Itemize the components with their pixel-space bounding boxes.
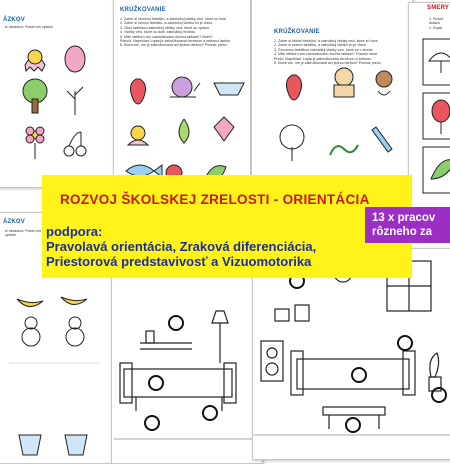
worksheet-right-top: KRÚŽKOVANIE 1. Zober si fialovú farbičku… xyxy=(251,0,413,196)
instruction-line: Prečo. Napríklad: Lopta je zakrúžkovaná … xyxy=(274,56,372,61)
sofa-drawing xyxy=(290,350,416,396)
banana-drawing xyxy=(16,298,44,307)
kite-drawing xyxy=(213,116,235,142)
target-circle xyxy=(431,387,447,403)
worksheet-header: KRÚŽKOVANIE xyxy=(274,29,320,35)
cherry-drawing xyxy=(63,131,87,157)
egg-drawing xyxy=(64,45,86,73)
snake-drawing xyxy=(329,144,359,156)
instruction-line: 2. Zober si zelenú farbičku, a zakrúžkuj… xyxy=(274,43,367,48)
strawberry-drawing xyxy=(286,74,302,101)
leaf-drawing xyxy=(430,159,450,180)
pencil-drawing xyxy=(371,126,393,153)
snowman-drawing-2 xyxy=(65,316,85,347)
balloon-drawing xyxy=(431,99,450,134)
hat-drawing xyxy=(213,82,245,96)
monkey-drawing xyxy=(375,70,393,96)
worksheet-count-badge xyxy=(365,207,450,243)
lamp-drawing xyxy=(211,310,229,363)
instruction-line: 2. Dopln xyxy=(429,25,443,30)
instruction-line: 3. Zltou farbičkou zakrúžkuj všetky veci… xyxy=(120,25,210,30)
instruction-line: 1. Zober si červenú farbičku, a zakrúžku… xyxy=(120,17,228,21)
target-circle xyxy=(345,417,361,433)
dog-drawing xyxy=(333,67,355,98)
worksheet-drawings xyxy=(422,38,450,194)
worksheet-instructions: 1. Poveď dolava 2. Dopln xyxy=(429,17,443,30)
tree-drawing xyxy=(22,78,48,114)
banana-drawing-2 xyxy=(60,296,88,305)
target-circle xyxy=(148,375,164,391)
strawberry-drawing xyxy=(130,78,146,105)
umbrella-drawing xyxy=(427,52,450,73)
chick-drawing xyxy=(126,125,150,146)
coffee-table-drawing xyxy=(322,406,386,429)
worksheet-drawings xyxy=(279,67,393,161)
worksheet-count-text: 13 x pracov rôzneho za xyxy=(372,211,435,239)
glass-drawing xyxy=(18,434,42,456)
instruction-line: vyfarbi. xyxy=(5,233,17,238)
target-circle xyxy=(202,405,218,421)
instruction-line: 5. Ktorá vec, nie je zakrúžkovaná ani je… xyxy=(274,61,382,66)
target-circle xyxy=(144,415,160,431)
snowman-drawing xyxy=(21,316,41,347)
worksheet-drawings xyxy=(22,45,87,159)
instruction-line: 4. Všetky veci, ktoré sú dole, zakrúžkuj… xyxy=(120,30,197,35)
support-line: Pravolavá orientácia, Zraková diferenciá… xyxy=(46,239,317,254)
worksheet-room-right xyxy=(252,248,450,460)
target-circle xyxy=(397,335,413,351)
worksheet-left-top: ÁZKOV ie obrázkov. Potom ich vyfarbi. xyxy=(0,0,114,188)
instruction-line: dolava xyxy=(429,21,440,26)
worksheet-instructions: 1. Zober si fialovú farbičku, a zakrúžku… xyxy=(274,39,410,65)
worksheet-instruction: ie obrázkov. Potom ich vyfarbi. xyxy=(5,25,54,29)
target-circle xyxy=(168,315,184,331)
worksheet-header: SMERY xyxy=(427,5,450,11)
picture-frames-drawing xyxy=(274,304,310,322)
instruction-line: 3. Červenou farbičkou zakrúžkuj všetky v… xyxy=(274,47,374,52)
instruction-line: ie obrázkov. Potom ich xyxy=(5,229,42,233)
worksheet-header: KRÚŽKOVANIE xyxy=(120,7,166,13)
snail-drawing xyxy=(170,76,201,98)
title-banner xyxy=(42,175,412,278)
support-label: podpora: xyxy=(46,224,103,239)
worksheet-instructions: 1. Zober si červenú farbičku, a zakrúžku… xyxy=(120,17,246,48)
instruction-line: 1. Poveď xyxy=(429,17,444,21)
pear-drawing xyxy=(178,118,190,144)
badge-line: rôzneho za xyxy=(372,226,433,238)
banner-title: ROZVOJ ŠKOLSKEJ ZRELOSTI - ORIENTÁCIA xyxy=(60,192,370,207)
glass-drawing-2 xyxy=(64,434,88,456)
worksheet-instructions: ie obrázkov. Potom ich vyfarbi. xyxy=(5,229,41,238)
instruction-line: 1. Zober si fialovú farbičku, a zakrúžku… xyxy=(274,39,379,43)
worksheet-header: ÁZKOV xyxy=(3,17,25,23)
shelf-drawing xyxy=(140,330,192,350)
support-line: Priestorová predstavivosť a Vizuomotorik… xyxy=(46,254,312,269)
speaker-drawing xyxy=(260,340,284,382)
chick-egg-drawing xyxy=(24,49,46,73)
worksheet-center-top: KRÚŽKOVANIE 1. Zober si červenú farbičku… xyxy=(113,0,251,188)
flower-drawing xyxy=(25,126,45,159)
bare-tree-drawing xyxy=(66,86,84,115)
worksheet-drawings xyxy=(125,76,245,183)
sofa-drawing xyxy=(119,362,237,411)
worksheet-room-center xyxy=(111,262,263,464)
target-circle xyxy=(351,367,367,383)
instruction-line: 2. Zober si rúžovú farbičku, a zakrúžkuj… xyxy=(120,21,214,26)
support-block: podpora: Pravolavá orientácia, Zraková d… xyxy=(46,224,316,269)
room-drawing xyxy=(253,260,450,436)
worksheet-far-right: SMERY 1. Poveď dolava 2. Dopln xyxy=(408,2,450,222)
instruction-line: 6. Ktorá vec, nie je zakrúžkovaná ani je… xyxy=(120,43,228,48)
instruction-line: 5. Máš niektorú vec zakrúžkovanú dvoma f… xyxy=(120,34,213,39)
plant-drawing xyxy=(428,352,442,392)
instruction-line: Pomôž. Napríklad: Lopta je zakrúžkovaná … xyxy=(120,39,232,44)
badge-line: 13 x pracov xyxy=(372,212,436,224)
instruction-line: 4. Máš niektorú vec zakrúžkovanú dvoma f… xyxy=(274,52,379,57)
room-drawing xyxy=(114,310,260,440)
tree-drawing xyxy=(279,124,305,161)
worksheet-header: ÁZKOV xyxy=(3,219,25,225)
